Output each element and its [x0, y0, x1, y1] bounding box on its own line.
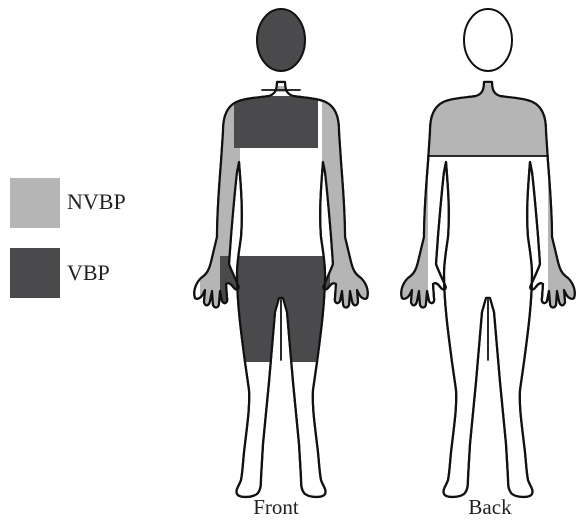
legend-swatch-vbp	[10, 248, 60, 298]
front-figure	[194, 0, 388, 497]
front-caption: Front	[253, 495, 299, 519]
back-figure	[400, 9, 588, 497]
back-head-outline	[464, 9, 512, 71]
legend: NVBP VBP	[10, 178, 126, 298]
legend-swatch-nvbp	[10, 178, 60, 228]
front-head-outline	[257, 9, 305, 71]
back-caption: Back	[468, 495, 512, 519]
legend-label-nvbp: NVBP	[67, 189, 126, 214]
legend-label-vbp: VBP	[67, 260, 110, 285]
front-vbp-chest	[234, 96, 318, 148]
